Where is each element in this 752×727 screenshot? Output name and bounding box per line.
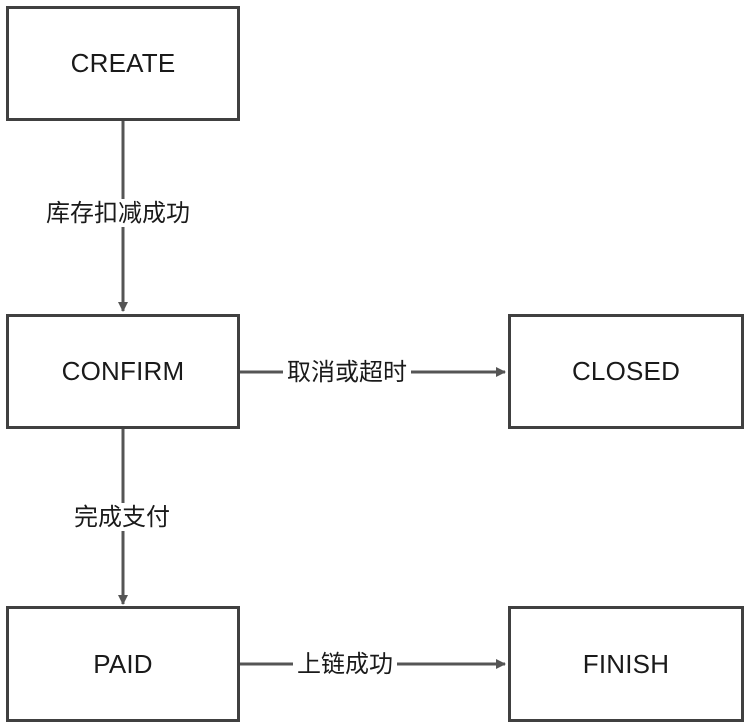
state-finish-label: FINISH xyxy=(582,648,670,679)
state-create-label: CREATE xyxy=(70,48,176,78)
state-create: CREATE xyxy=(6,6,240,121)
edge-label-confirm-paid: 完成支付 xyxy=(70,503,174,531)
state-closed: CLOSED xyxy=(508,314,744,429)
state-confirm-label: CONFIRM xyxy=(61,356,185,386)
edge-label-paid-finish: 上链成功 xyxy=(293,650,397,678)
state-closed-label: CLOSED xyxy=(571,356,681,386)
state-paid-label: PAID xyxy=(93,648,153,679)
state-paid: PAID xyxy=(6,606,240,722)
state-finish: FINISH xyxy=(508,606,744,722)
edge-label-confirm-closed: 取消或超时 xyxy=(283,358,411,386)
state-confirm: CONFIRM xyxy=(6,314,240,429)
edge-label-create-confirm: 库存扣减成功 xyxy=(42,199,194,227)
